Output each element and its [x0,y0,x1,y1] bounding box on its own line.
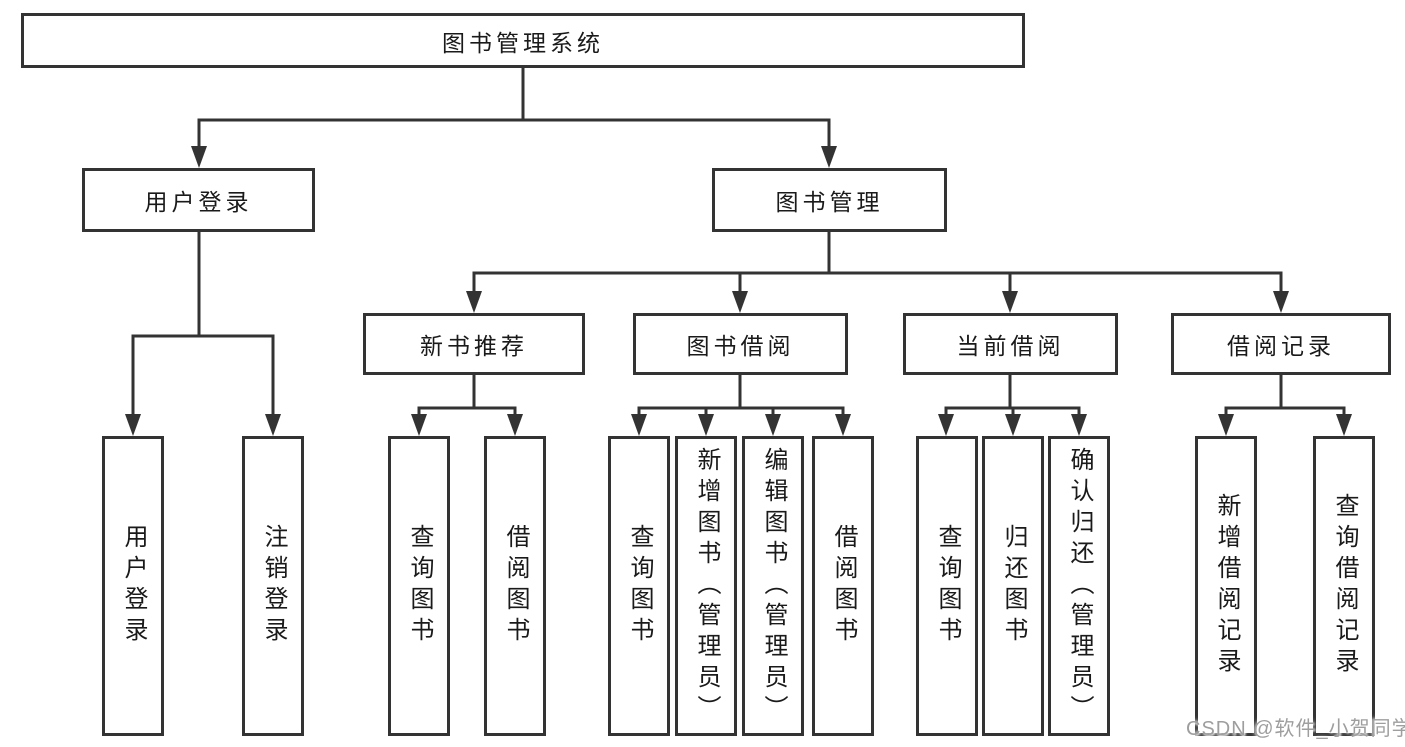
leaf-query-books-current: 查询图书 [916,436,978,736]
leaf-label: 查询图书 [626,524,653,648]
leaf-borrow-books-borrowing: 借阅图书 [812,436,874,736]
leaf-label: 新增借阅记录 [1213,493,1240,679]
leaf-label: 查询图书 [406,524,433,648]
leaf-label: 归还图书 [1000,524,1027,648]
leaf-logout-login: 注销登录 [242,436,304,736]
leaf-confirm-return-admin: 确认归还（管理员） [1048,436,1110,736]
leaf-label: 借阅图书 [830,524,857,648]
node-borrowing-records: 借阅记录 [1171,313,1391,375]
node-current-borrowing: 当前借阅 [903,313,1118,375]
leaf-label: 编辑图书（管理员） [760,446,787,726]
leaf-label: 查询借阅记录 [1331,493,1358,679]
node-book-borrowing: 图书借阅 [633,313,848,375]
leaf-edit-books-admin: 编辑图书（管理员） [742,436,804,736]
leaf-label: 查询图书 [934,524,961,648]
leaf-query-books-borrowing: 查询图书 [608,436,670,736]
leaf-add-borrow-record: 新增借阅记录 [1195,436,1257,736]
leaf-user-login: 用户登录 [102,436,164,736]
leaf-label: 新增图书（管理员） [693,446,720,726]
node-user-login: 用户登录 [82,168,315,232]
leaf-label: 用户登录 [120,524,147,648]
node-library-management-system: 图书管理系统 [21,13,1025,68]
csdn-watermark: CSDN @软件_小贺同学 [1186,718,1405,740]
leaf-label: 注销登录 [260,524,287,648]
leaf-label: 借阅图书 [502,524,529,648]
leaf-add-books-admin: 新增图书（管理员） [675,436,737,736]
node-new-book-recommendation: 新书推荐 [363,313,585,375]
leaf-query-books-recommend: 查询图书 [388,436,450,736]
node-book-management: 图书管理 [712,168,947,232]
leaf-return-books: 归还图书 [982,436,1044,736]
leaf-borrow-books-recommend: 借阅图书 [484,436,546,736]
leaf-label: 确认归还（管理员） [1066,446,1093,726]
leaf-query-borrow-record: 查询借阅记录 [1313,436,1375,736]
